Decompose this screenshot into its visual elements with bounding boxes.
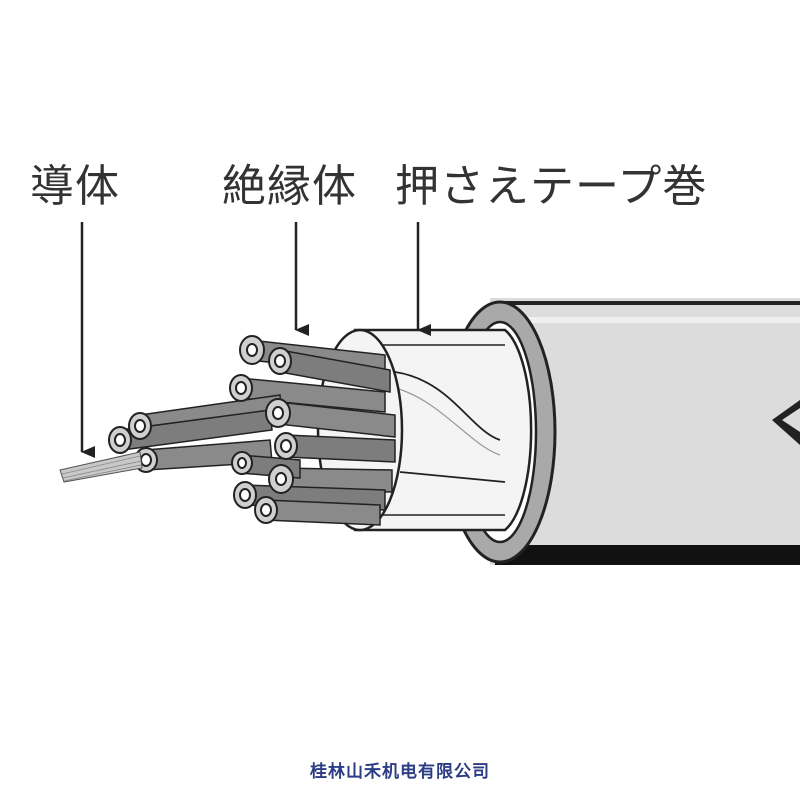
label-insulator: 絶縁体 bbox=[222, 161, 357, 212]
label-pressing-tape: 押さえテープ巻 bbox=[395, 161, 708, 212]
outer-sheath bbox=[490, 298, 800, 565]
callout-arrows bbox=[80, 222, 431, 458]
label-conductor: 導体 bbox=[30, 161, 120, 212]
bare-conductor bbox=[59, 451, 143, 483]
core-ends bbox=[108, 335, 298, 524]
insulated-cores bbox=[119, 339, 396, 526]
watermark-company: 桂林山禾机电有限公司 bbox=[310, 762, 490, 782]
